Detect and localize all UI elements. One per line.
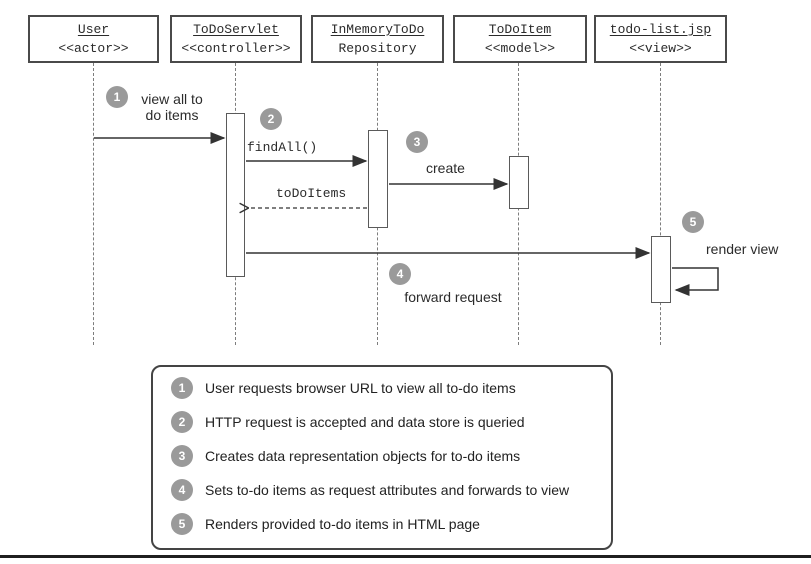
actor-name: todo-list.jsp [609, 22, 712, 37]
legend-text: Sets to-do items as request attributes a… [205, 482, 570, 498]
legend-badge-3: 3 [171, 445, 193, 467]
actor-name: User [77, 22, 110, 37]
legend-badge-5: 5 [171, 513, 193, 535]
message-label-todoitems: toDoItems [276, 186, 347, 201]
legend-text: HTTP request is accepted and data store … [205, 414, 525, 430]
legend-box: 1 User requests browser URL to view all … [151, 365, 613, 550]
legend-item: 4 Sets to-do items as request attributes… [171, 479, 593, 501]
legend-badge-4: 4 [171, 479, 193, 501]
step-badge-5: 5 [682, 211, 704, 233]
message-label-forward-request: forward request [404, 289, 502, 305]
bottom-divider [0, 555, 811, 558]
message-label-findall: findAll() [247, 140, 318, 155]
legend-badge-1: 1 [171, 377, 193, 399]
actor-name: InMemoryToDo [330, 22, 425, 37]
actor-stereotype: <<controller>> [181, 41, 291, 56]
lifeline-user [93, 63, 94, 345]
step-badge-1: 1 [106, 86, 128, 108]
actor-stereotype: <<actor>> [58, 41, 129, 56]
legend-badge-2: 2 [171, 411, 193, 433]
actor-box-user: User <<actor>> [28, 15, 159, 63]
activation-todoservlet [226, 113, 245, 277]
actor-name: ToDoItem [488, 22, 552, 37]
message-label-render-view: render view [706, 241, 779, 257]
step-badge-4: 4 [389, 263, 411, 285]
actor-name: ToDoServlet [193, 22, 279, 37]
message-label-view-all: view all to do items [141, 91, 203, 123]
legend-item: 5 Renders provided to-do items in HTML p… [171, 513, 593, 535]
actor-stereotype: <<model>> [484, 41, 556, 56]
legend-item: 2 HTTP request is accepted and data stor… [171, 411, 593, 433]
actor-box-repository: InMemoryToDo Repository [311, 15, 444, 63]
activation-todoitem [509, 156, 529, 209]
legend-text: User requests browser URL to view all to… [205, 380, 516, 396]
actor-stereotype: <<view>> [629, 41, 692, 56]
legend-text: Creates data representation objects for … [205, 448, 521, 464]
activation-repository [368, 130, 388, 228]
legend-item: 3 Creates data representation objects fo… [171, 445, 593, 467]
legend-item: 1 User requests browser URL to view all … [171, 377, 593, 399]
actor-box-view: todo-list.jsp <<view>> [594, 15, 727, 63]
activation-view [651, 236, 671, 303]
legend-text: Renders provided to-do items in HTML pag… [205, 516, 480, 532]
actor-stereotype: Repository [338, 41, 417, 56]
actor-box-todoitem: ToDoItem <<model>> [453, 15, 587, 63]
message-label-create: create [426, 160, 465, 176]
arrow-render-view [672, 267, 719, 296]
actor-box-todoservlet: ToDoServlet <<controller>> [170, 15, 302, 63]
lifeline-view [660, 63, 661, 345]
step-badge-3: 3 [406, 131, 428, 153]
step-badge-2: 2 [260, 108, 282, 130]
